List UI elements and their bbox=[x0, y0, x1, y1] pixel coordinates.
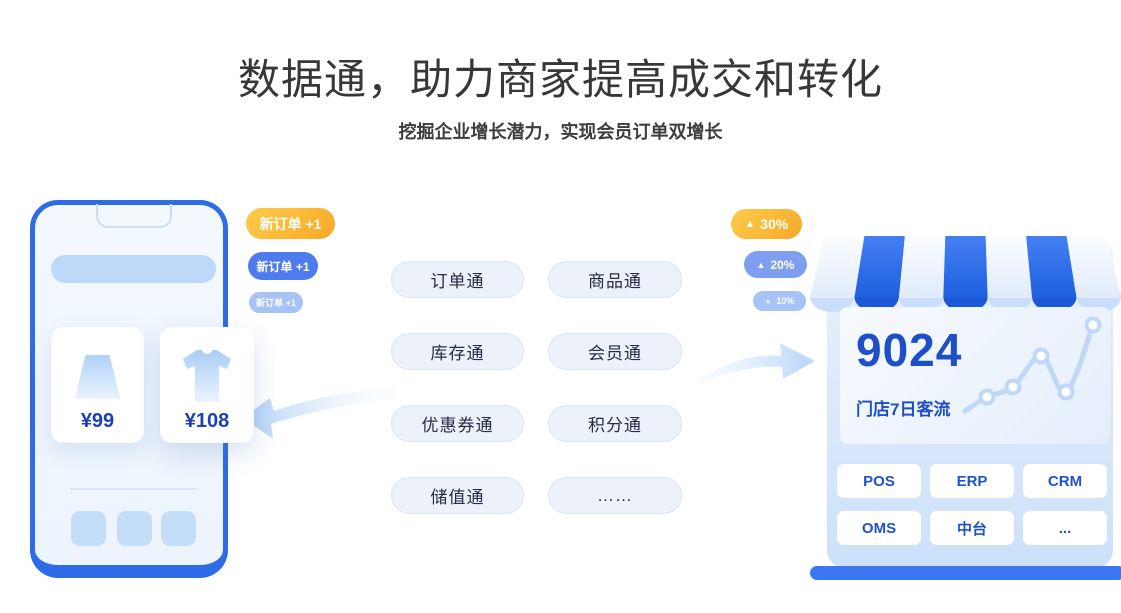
growth-value: 10% bbox=[776, 296, 795, 306]
module-pill-products[interactable]: 商品通 bbox=[548, 261, 682, 298]
sparkline-point bbox=[978, 388, 996, 406]
up-triangle-icon: ▲ bbox=[756, 259, 766, 270]
new-order-badge-small: 新订单 +1 bbox=[249, 292, 303, 313]
traffic-label: 门店7日客流 bbox=[856, 400, 951, 419]
module-pill-points[interactable]: 积分通 bbox=[548, 405, 682, 442]
product-card: ¥108 bbox=[160, 327, 254, 443]
store-awning-icon bbox=[810, 236, 1121, 312]
module-pill-grid: 订单通 商品通 库存通 会员通 优惠券通 积分通 储值通 …… bbox=[391, 261, 682, 514]
sparkline-point bbox=[1032, 347, 1050, 365]
module-pill-more[interactable]: …… bbox=[548, 477, 682, 514]
store-base bbox=[810, 566, 1121, 580]
system-button-erp[interactable]: ERP bbox=[930, 464, 1014, 498]
page-subtitle: 挖掘企业增长潜力，实现会员订单双增长 bbox=[398, 122, 723, 142]
sparkline-point bbox=[1084, 316, 1102, 334]
module-pill-coupons[interactable]: 优惠券通 bbox=[391, 405, 524, 442]
sparkline-point bbox=[1004, 378, 1022, 396]
phone-notch bbox=[96, 204, 172, 228]
storefront-mockup: 9024 门店7日客流 POS ERP CRM OMS 中台 ... bbox=[810, 236, 1121, 584]
growth-badge-20: ▲ 20% bbox=[744, 251, 807, 278]
tshirt-product-icon bbox=[183, 350, 231, 402]
growth-value: 30% bbox=[760, 216, 789, 232]
page-title: 数据通，助力商家提高成交和转化 bbox=[237, 56, 883, 103]
module-pill-members[interactable]: 会员通 bbox=[548, 333, 682, 370]
module-pill-stored-value[interactable]: 储值通 bbox=[391, 477, 524, 514]
phone-mockup: ¥99 ¥108 bbox=[30, 200, 254, 578]
trapezoid-product-icon bbox=[74, 355, 121, 399]
new-order-badge-medium: 新订单 +1 bbox=[248, 252, 318, 280]
traffic-stat-card: 9024 门店7日客流 bbox=[840, 307, 1110, 444]
up-triangle-icon: ▲ bbox=[744, 218, 756, 230]
module-pill-inventory[interactable]: 库存通 bbox=[391, 333, 524, 370]
traffic-sparkline-svg bbox=[962, 316, 1102, 414]
arrow-left-icon bbox=[243, 388, 395, 439]
product-price: ¥108 bbox=[184, 410, 230, 432]
traffic-value: 9024 bbox=[856, 324, 963, 376]
system-button-more[interactable]: ... bbox=[1023, 511, 1107, 545]
sparkline-point bbox=[1057, 383, 1075, 401]
phone-divider bbox=[70, 488, 197, 490]
product-card: ¥99 bbox=[51, 327, 144, 443]
product-price: ¥99 bbox=[80, 410, 115, 432]
phone-dock-square bbox=[71, 511, 106, 546]
phone-dock-square bbox=[161, 511, 196, 546]
new-order-badge-large: 新订单 +1 bbox=[246, 208, 335, 239]
growth-value: 20% bbox=[770, 257, 795, 272]
growth-badge-30: ▲ 30% bbox=[731, 209, 802, 239]
system-button-crm[interactable]: CRM bbox=[1023, 464, 1107, 498]
system-button-middle-platform[interactable]: 中台 bbox=[930, 511, 1014, 545]
growth-badge-10: ▲ 10% bbox=[753, 291, 806, 311]
system-button-pos[interactable]: POS bbox=[837, 464, 921, 498]
module-pill-orders[interactable]: 订单通 bbox=[391, 261, 524, 298]
system-button-oms[interactable]: OMS bbox=[837, 511, 921, 545]
up-triangle-icon: ▲ bbox=[764, 297, 772, 305]
system-button-grid: POS ERP CRM OMS 中台 ... bbox=[837, 464, 1107, 545]
arrow-right-icon bbox=[695, 343, 815, 384]
phone-dock-square bbox=[117, 511, 152, 546]
phone-search-bar bbox=[51, 255, 216, 283]
